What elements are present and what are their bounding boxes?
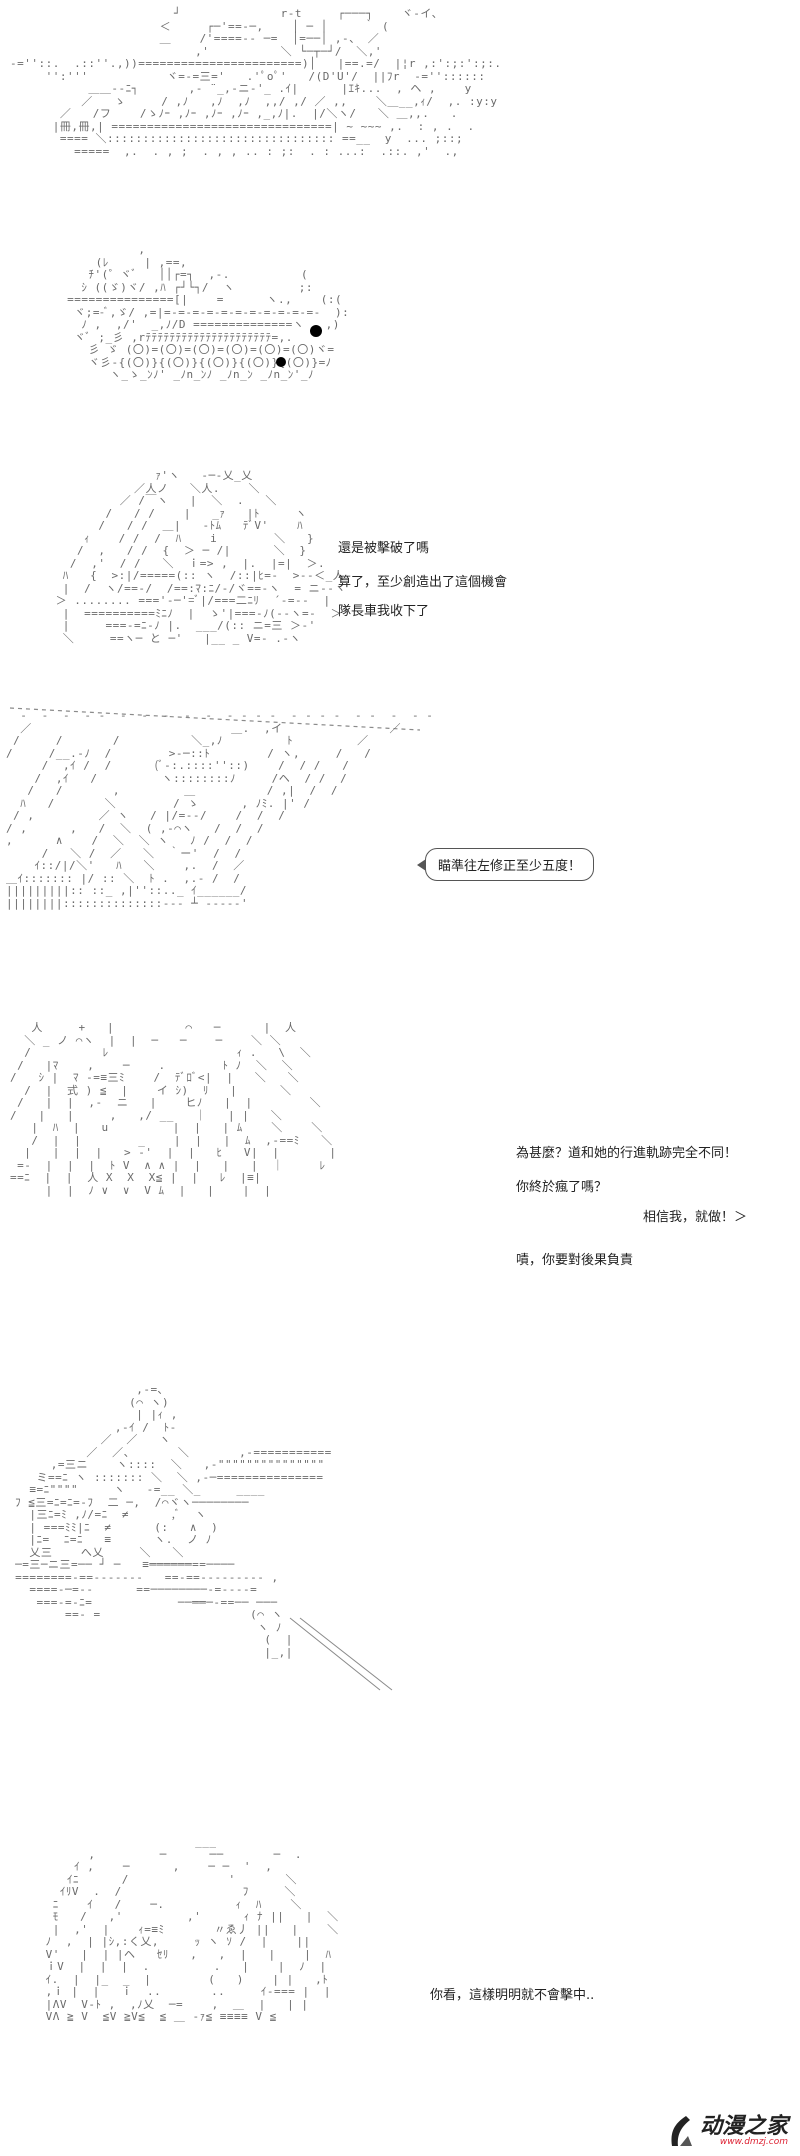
tank-hatch-dot-2 [276,357,286,367]
panel-5-line-1: 為甚麼？道和她的行進軌跡完全不同！ [516,1146,738,1161]
ascii-art-panel-6-shell-flying: ,-=､ (⌒ ヽ) | |ｨ , ,-ｲ / ﾄ- ／ ／ ヽ ／ ／、 ＼ … [15,1383,332,1659]
panel-3-line-1: 還是被擊破了嗎 [338,541,430,556]
panel-5-line-4: 嘖，你要對後果負責 [516,1253,634,1268]
watermark-logo: 动漫之家 www.dmzj.com [658,2112,788,2150]
panel-3-line-3: 隊長車我收下了 [338,604,430,619]
ascii-art-panel-2-tank-side: , (ﾚ | ,==, ﾁ'(゜ヾﾞ ││┌=┐ ,-. ( ｼ ((ゞ)ヾ/ … [67,243,350,381]
tank-hatch-dot-1 [310,325,322,337]
panel-3-line-2: 算了，至少創造出了這個機會 [338,575,508,590]
ascii-art-panel-1-tank-firing: ┘ r-t ┌───┐ ヾ-イ、 ＜ ┌─'==-─, │ ─ │ ｀ ( ＿ … [10,7,502,158]
watermark-name: 动漫之家 [699,2113,788,2139]
dmzj-logo-icon [671,2116,692,2146]
watermark-text: 动漫之家 www.dmzj.com [700,2115,788,2148]
panel-6-speed-lines [289,1617,393,1691]
ascii-art-panel-5-two-characters: 人 + | ⌒ ─ | 人 ＼ _ ノ ⌒ヽ | | ─ ─ ─ ＼ ＼ / ﾚ… [10,1021,337,1197]
panel-4-speech-bubble: 瞄準往左修正至少五度！ [416,848,595,881]
watermark-url: www.dmzj.com [719,2136,788,2147]
ascii-art-panel-7-character: ___ , ─ ── ─ . ｲ , ─ , ─ ─ ' , ｲﾆ / ' ＼ … [45,1835,339,2023]
ascii-art-panel-3-character: ｧ'ヽ -─-乂_乂 ／人ノ ＼人. ＼ ／ /￣ヽ | ＼ . ＼ / / /… [55,469,350,645]
panel-5-line-2: 你終於瘋了嗎？ [516,1180,608,1195]
panel-5-line-3: 相信我，就做！＞ [643,1210,748,1225]
ascii-art-panel-4-gunner: - - - - - - - - - - - - - - - - - - - - … [6,709,434,910]
panel-7-line-1: 你看，這樣明明就不會擊中.. [430,1988,595,2003]
